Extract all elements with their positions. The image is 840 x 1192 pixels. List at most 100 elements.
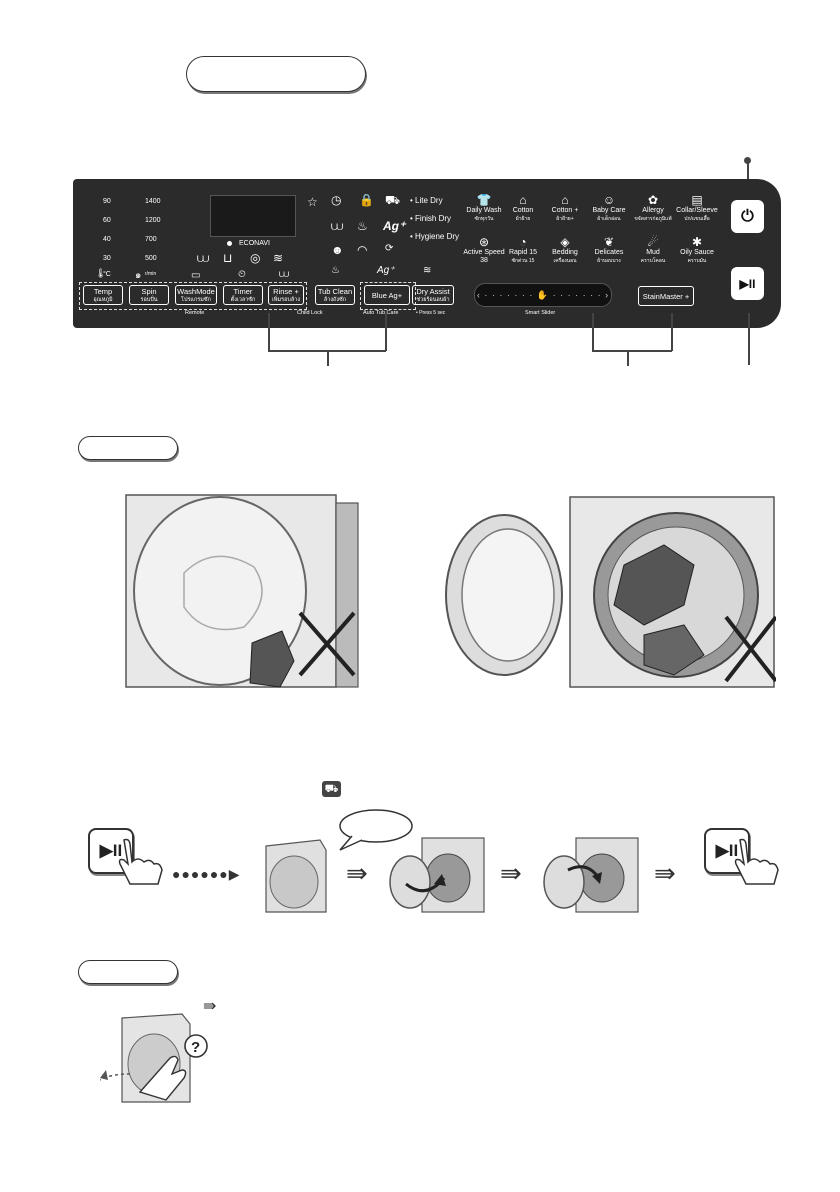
washer-opening-icon [389,837,485,913]
econavi-dot [227,241,232,246]
blue-ag-button[interactable]: Blue Ag+ [364,285,410,305]
temp-icon: 🌡 [95,268,107,278]
remote-label: Remote [185,310,205,316]
steam-icon: ♨ [357,219,368,233]
dry-wave-icon: ≋ [423,265,432,276]
bracket-right-v1 [592,313,594,351]
washer-closing-icon [543,837,639,913]
rinse-icon: ⩊ [279,269,290,280]
tub-care-icon: ⟳ [385,243,394,254]
pressing-hand-icon-2 [734,838,779,885]
bracket-left-stem [327,350,329,366]
play-pause-icon: ▶II [739,276,756,291]
speech-bubble [339,809,413,851]
tub-icon: ⩊ [331,219,344,233]
temp-value-2: 60 [103,217,111,224]
step-arrow-2: ⇛ [500,858,522,888]
child-lock-label: Child Lock [297,310,323,316]
press-5sec-label: • Press 5 sec [416,310,446,316]
program-cotton-plus[interactable]: ⌂Cotton +ผ้าฝ้าย+ [551,193,579,222]
power-button[interactable]: ⏻ [731,200,764,233]
temp-value-1: 90 [103,198,111,205]
smart-slider[interactable]: ‹ · · · · · · · ✋ · · · · · · · › [474,283,612,307]
temp-unit: °C [103,271,111,278]
illustration-door-question: ? [100,1013,208,1103]
bracket-left-v1 [268,313,270,351]
spin-unit: r/min [145,271,157,277]
dashed-group-left [79,282,307,310]
clock-icon: ◷ [331,193,342,207]
illustration-open-door [445,496,776,688]
auto-tub-care-label: Auto Tub Care [363,310,399,316]
bracket-left-v2 [385,313,387,351]
illustration-closed-door [125,494,359,688]
section-title-pill [186,56,366,92]
econavi-label: ECONAVI [239,240,270,247]
power-icon: ⏻ [741,207,754,225]
wifi-icon: ◠ [357,243,368,257]
spin-icon: ◎ [250,251,261,265]
program-active-speed-38[interactable]: ⊛Active Speed 38 [463,235,505,264]
step-arrow-3: ⇛ [654,858,676,888]
bracket-right-h [592,350,672,352]
soak-icon: ⩊ [197,251,210,265]
dry-option-lite: • Lite Dry [410,196,443,205]
start-pointer-line [748,313,750,365]
ag-icon: Ag⁺ [383,219,406,233]
note-pill-1 [78,436,178,460]
spin-value-2: 1200 [145,217,161,224]
ag-small-icon: Ag⁺ [377,265,395,276]
temp-value-3: 40 [103,236,111,243]
shirt-check-icon: ⛟ [385,193,401,207]
digital-display [210,195,296,237]
note-pill-2 [78,960,178,984]
inline-shirt-icon: ⛟ [322,781,341,797]
spin-value-4: 500 [145,255,157,262]
washer-closed-icon [265,839,327,913]
face-icon: ☻ [331,243,344,257]
bracket-right-stem [627,350,629,366]
spin-swirl-icon: ๑ [135,270,142,281]
rinse-plus-button[interactable]: Rinse +เพิ่มรอบล้าง [268,285,304,305]
spin-value-1: 1400 [145,198,161,205]
inline-arrow-icon: ⇛ [203,998,217,1015]
favorite-star-icon: ☆ [307,195,318,209]
dry-option-hygiene: • Hygiene Dry [410,232,460,241]
power-pointer-line [747,160,749,196]
bracket-right-v2 [671,313,673,351]
dry-icon: ≋ [273,251,284,265]
dashed-group-blueag [360,282,416,310]
svg-text:?: ? [191,1039,200,1056]
dry-option-finish: • Finish Dry [410,214,452,223]
start-pause-button[interactable]: ▶II [731,267,764,300]
step-arrow-1: ⇛ [346,858,368,888]
smart-slider-label: Smart Slider [525,310,556,316]
control-panel: 90 60 40 30 °C 1400 1200 700 500 r/min E… [73,179,781,328]
wash-icon: ⊔ [223,251,233,265]
spin-value-3: 700 [145,236,157,243]
power-pointer-dot [744,157,751,164]
pressing-hand-icon-1 [118,838,163,885]
lock-icon: 🔒 [359,193,374,207]
timer-icon: ⏲ [238,269,246,280]
dotted-arrow: ●●●●●●▶ [172,866,241,882]
washmode-icon: ▭ [191,270,201,281]
stainmaster-button[interactable]: StainMaster + [638,286,694,306]
temp-value-4: 30 [103,255,111,262]
